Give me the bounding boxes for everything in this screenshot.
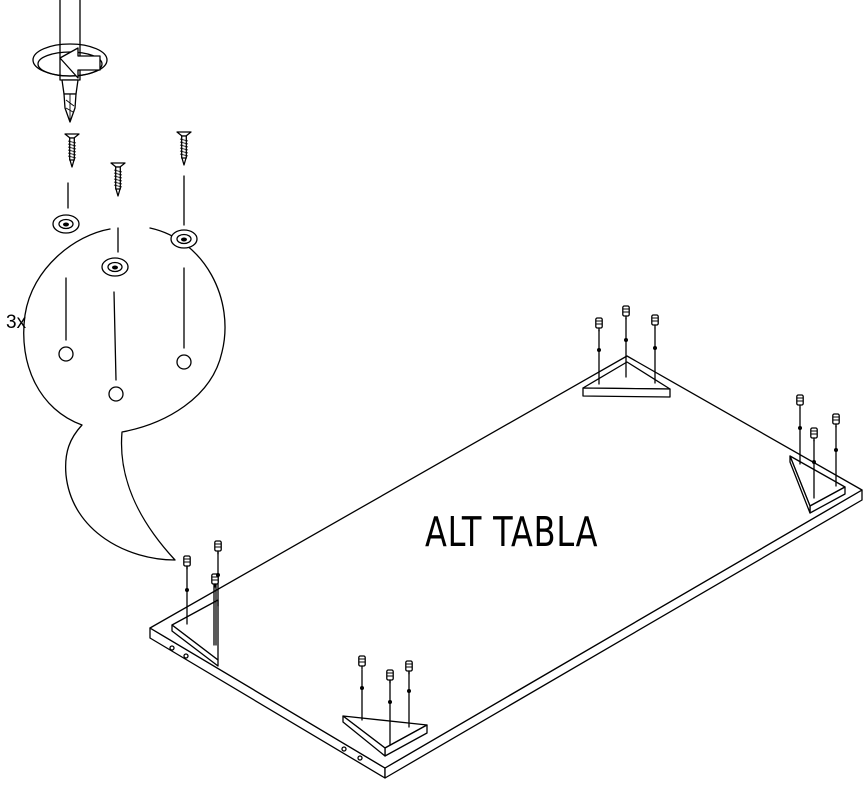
washer-icon xyxy=(653,346,657,350)
screw-icon xyxy=(176,131,192,166)
screwdriver-icon xyxy=(32,0,108,123)
screw-icon xyxy=(595,317,603,332)
rotate-arrow-icon xyxy=(32,43,108,79)
washer-icon xyxy=(388,700,392,704)
washer-icon xyxy=(624,338,628,342)
corner-block-left xyxy=(171,540,222,667)
screw-icon xyxy=(810,427,818,442)
callout-screws xyxy=(64,131,192,197)
washer-icon xyxy=(834,448,838,452)
edge-hole xyxy=(169,645,175,651)
screw-icon xyxy=(622,305,630,320)
washer-icon xyxy=(812,460,816,464)
screw-icon xyxy=(796,394,804,409)
panel-label: ALT TABLA xyxy=(425,508,599,556)
screw-icon xyxy=(183,555,191,570)
corner-block-right xyxy=(789,394,846,514)
washer-icon xyxy=(52,214,80,234)
screw-icon xyxy=(651,314,659,329)
edge-hole xyxy=(183,653,189,659)
screw-icon xyxy=(214,540,222,555)
edge-hole xyxy=(341,746,347,752)
hole xyxy=(108,386,124,402)
washer-icon xyxy=(798,426,802,430)
washer-icon xyxy=(407,689,411,693)
callout-washers xyxy=(52,175,198,277)
callout-bubble xyxy=(23,227,226,561)
edge-hole xyxy=(357,755,363,761)
screw-icon xyxy=(64,133,80,168)
quantity-label: 3x xyxy=(6,312,27,333)
screw-icon xyxy=(110,162,126,197)
hole xyxy=(176,354,192,370)
washer-icon xyxy=(597,348,601,352)
screw-icon xyxy=(832,413,840,428)
corner-block-top xyxy=(582,305,671,398)
washer-icon xyxy=(101,257,129,277)
washer-icon xyxy=(360,686,364,690)
washer-icon xyxy=(185,588,189,592)
bottom-panel xyxy=(149,355,863,779)
corner-block-bottom xyxy=(342,655,428,757)
hole xyxy=(58,346,74,362)
washer-icon xyxy=(216,573,220,577)
washer-icon xyxy=(170,229,198,249)
